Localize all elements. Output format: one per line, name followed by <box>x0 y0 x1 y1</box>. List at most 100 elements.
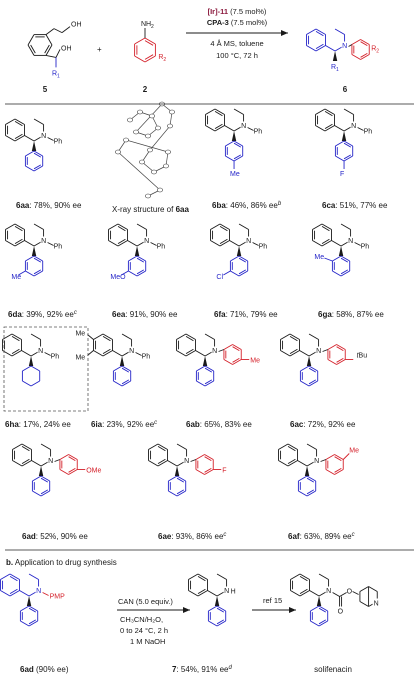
ring-double-bond <box>157 446 166 452</box>
bond <box>47 137 54 141</box>
ring-bond <box>157 443 168 450</box>
product-label-6da: 6da: 39%, 92% eec <box>8 310 77 319</box>
bond <box>320 459 327 462</box>
xray-bond <box>165 151 169 167</box>
xray-atom <box>167 123 173 129</box>
ring-bond <box>299 590 310 597</box>
ring-double-bond <box>289 348 298 354</box>
nitrogen-atom: N <box>38 348 43 355</box>
c1-aryl-ring <box>24 255 44 277</box>
ring-bond <box>19 590 30 597</box>
ring-bond <box>188 573 199 580</box>
xray-atom <box>145 133 151 139</box>
ring-bond <box>219 240 230 247</box>
ring-bond <box>27 34 35 46</box>
n-mask <box>40 236 48 245</box>
ring-double-bond <box>289 336 298 342</box>
ring-bond <box>335 140 345 147</box>
ring-bond <box>238 255 248 262</box>
ring-bond <box>225 140 235 147</box>
nitrogen-atom: N <box>241 123 246 130</box>
ring-bond <box>25 165 35 172</box>
sm-6ad-label: 6ad (90% ee) <box>20 665 69 674</box>
xray-atom <box>133 129 139 135</box>
c1-aryl-ring <box>299 365 319 387</box>
ring-bond <box>334 454 344 460</box>
xray-atom <box>115 149 121 155</box>
ring-bond <box>25 270 35 277</box>
hydroxyl-label: OH <box>71 22 82 29</box>
ring-bond <box>359 601 369 607</box>
ring-bond <box>315 125 326 132</box>
benzo-ring <box>2 333 22 357</box>
ring-bond <box>230 270 240 277</box>
bond <box>42 592 49 596</box>
n-mask <box>347 236 355 245</box>
r2-label: R <box>371 46 376 53</box>
ring-bond <box>144 37 156 45</box>
wedge-bond <box>31 141 37 151</box>
ring-bond <box>32 475 42 482</box>
product-label-6ab: 6ab: 65%, 83% ee <box>186 420 252 429</box>
ring-bond <box>238 223 249 230</box>
bond <box>61 26 71 33</box>
ring-bond <box>332 255 342 262</box>
ester-oxygen: O <box>347 589 353 596</box>
n-phenyl-label: Ph <box>54 244 63 251</box>
n-mask <box>143 236 151 245</box>
ring-double-bond <box>214 123 223 129</box>
bond <box>47 242 54 246</box>
n-mask <box>211 346 219 355</box>
ring-double-bond <box>324 111 333 117</box>
ring-double-bond <box>117 226 126 232</box>
ring-bond <box>312 240 323 247</box>
ring-double-bond <box>204 468 212 473</box>
n-phenyl-label: Ph <box>364 129 373 136</box>
nitrogen-atom: N <box>224 588 229 595</box>
ring-double-bond <box>216 619 225 625</box>
nitrogen-atom: N <box>36 588 41 595</box>
ring-bond <box>32 490 42 497</box>
ring-bond <box>216 605 226 612</box>
xray-atom <box>139 159 145 165</box>
reactant-1-id: 5 <box>43 85 48 94</box>
benzo-ring <box>278 443 298 467</box>
ring-bond <box>14 118 25 125</box>
ring-bond <box>334 125 345 132</box>
ring-bond <box>148 460 159 467</box>
ring-bond <box>325 469 335 475</box>
ring-bond <box>134 37 146 45</box>
n-mask <box>325 586 333 595</box>
ring-double-bond <box>232 358 240 363</box>
c1-aryl-ring <box>31 475 51 497</box>
product-label-6ga: 6ga: 58%, 87% ee <box>318 310 384 319</box>
ring-bond <box>229 240 240 247</box>
c1-aryl-ring <box>127 255 147 277</box>
ring-double-bond <box>121 379 130 385</box>
n-mask <box>183 456 191 465</box>
nitrogen-atom: N <box>246 238 251 245</box>
ring-double-bond <box>334 456 342 461</box>
ring-bond <box>214 125 225 132</box>
n-mask <box>372 598 380 607</box>
ring-double-bond <box>219 226 228 232</box>
ring-double-bond <box>28 619 37 625</box>
r2-label: R <box>158 54 163 61</box>
ring-bond <box>21 350 32 357</box>
wedge-bond <box>316 596 322 606</box>
ring-bond <box>176 333 187 340</box>
n-mask <box>240 121 248 130</box>
nitrogen-atom: N <box>342 43 347 50</box>
ring-double-bond <box>121 367 130 373</box>
product-label-6ac: 6ac: 72%, 92% ee <box>290 420 356 429</box>
ring-bond <box>195 350 206 357</box>
ring-bond <box>185 333 196 340</box>
ring-double-bond <box>343 154 352 160</box>
xray-bond <box>117 151 161 191</box>
ring-bond <box>318 620 328 627</box>
bond <box>45 28 55 35</box>
ring-bond <box>287 443 298 450</box>
ring-bond <box>33 223 44 230</box>
r2-subscript: 2 <box>376 49 379 55</box>
